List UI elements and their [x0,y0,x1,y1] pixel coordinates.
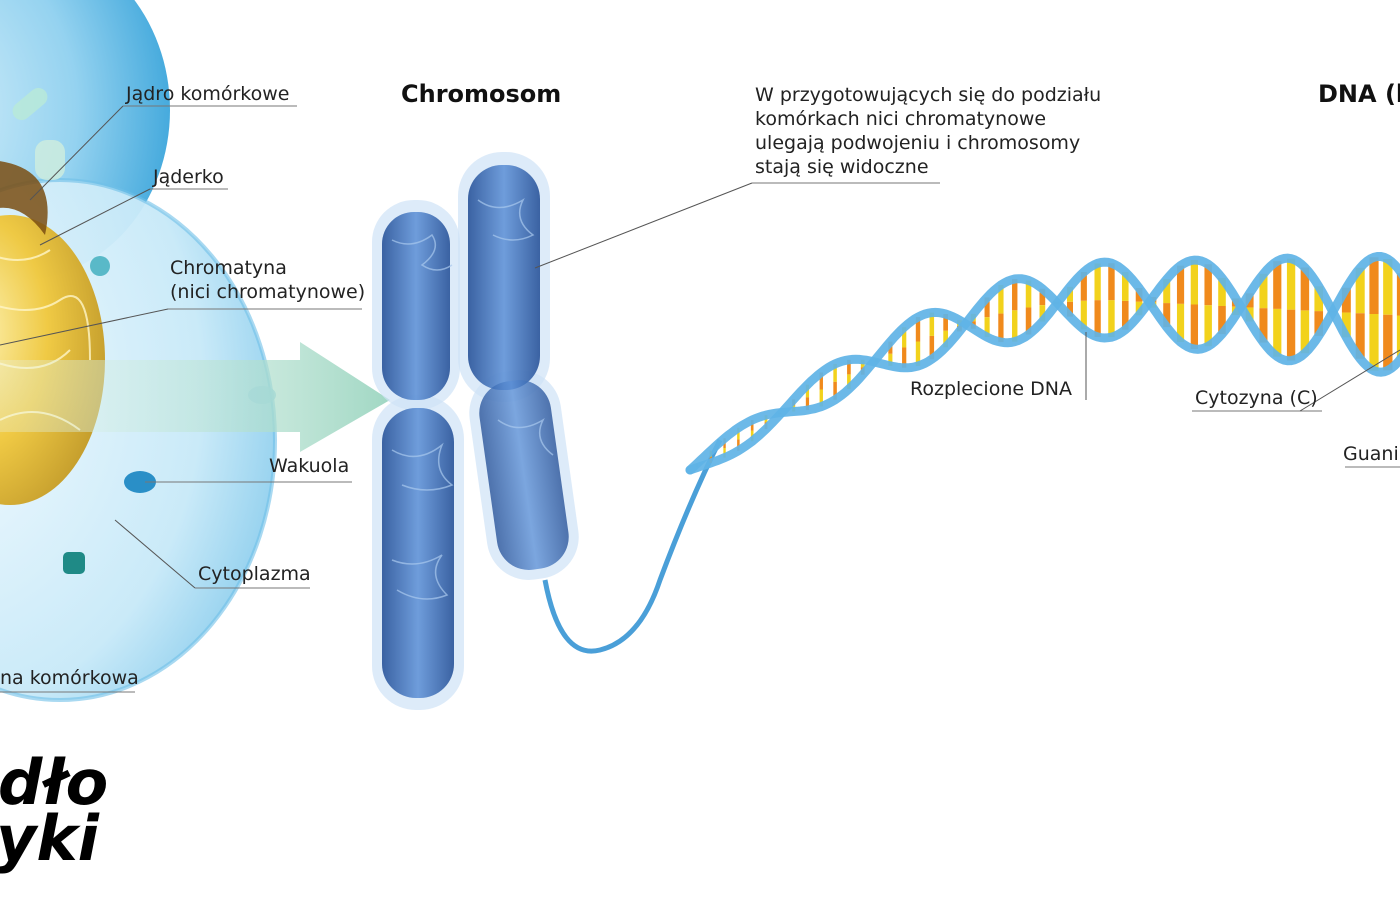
note-line-3: ulegają podwojeniu i chromosomy [755,132,1081,154]
organelle-sphere [90,256,110,276]
label-unwound-dna: Rozplecione DNA [910,378,1072,400]
label-chromatin-line2: (nici chromatynowe) [170,281,366,303]
arrow-to-chromosome [0,342,390,452]
cell-rim [0,178,277,702]
dna-helix [685,252,1400,475]
dna-heading: DNA (h [1318,80,1400,108]
chromosome-note: W przygotowujących się do podziału komór… [755,83,1101,179]
label-cytoplasm: Cytoplazma [198,563,311,585]
title-fragment-line1: dło [0,746,109,819]
label-chromatin-line1: Chromatyna [170,257,287,279]
cell-illustration [0,0,390,702]
chromosome-illustration [372,152,579,710]
label-membrane: na komórkowa [0,667,139,689]
leader-lines [0,105,1400,693]
label-cytosine: Cytozyna (C) [1195,387,1318,409]
note-line-4: stają się widoczne [755,156,929,178]
dna-backbone-strand-b [685,253,1400,475]
note-line-2: komórkach nici chromatynowe [755,108,1047,130]
dna-backbone-strand-a [685,252,1400,475]
vacuole-shape [124,471,156,493]
organelle-rod [12,87,48,121]
note-line-1: W przygotowujących się do podziału [755,84,1102,106]
organelle-cylinder [63,552,85,574]
label-chromatin: Chromatyna (nici chromatynowe) [170,256,365,304]
label-nucleolus: Jąderko [153,166,224,188]
chromosome-heading: Chromosom [401,80,562,108]
organelle-rod [35,140,65,180]
label-vacuole: Wakuola [269,455,350,477]
nucleus-envelope [0,161,48,235]
label-guanine: Guani [1343,443,1399,465]
title-fragment-line2: yki [0,802,99,875]
dna-thin-strand [542,438,723,654]
label-nucleus: Jądro komórkowe [126,83,290,105]
